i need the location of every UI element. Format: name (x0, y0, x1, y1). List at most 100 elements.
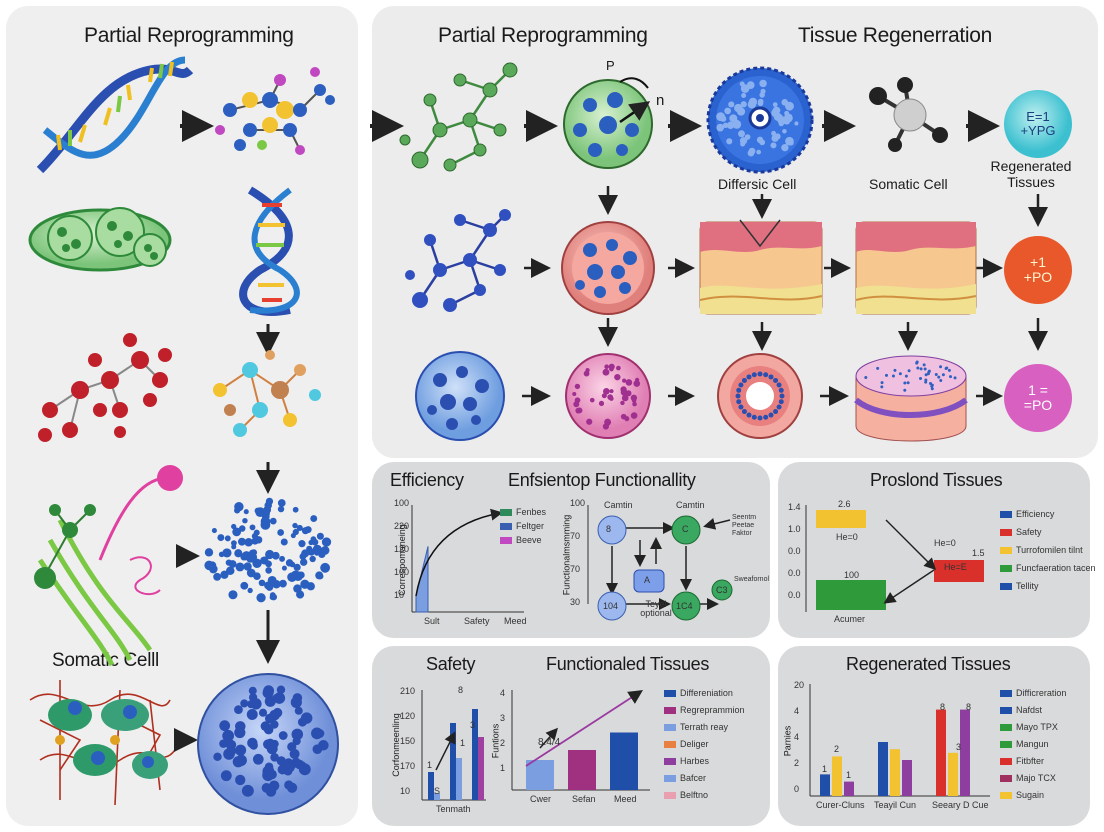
dot-icon (304, 526, 312, 534)
dot-icon (226, 566, 235, 576)
dot-icon (211, 527, 217, 534)
dot-icon (608, 363, 615, 370)
func-side-note-1: Seentm Peetae Faktor (732, 514, 757, 537)
legend-swatch (1000, 565, 1012, 573)
dot-icon (609, 396, 614, 401)
dot-icon (204, 548, 214, 557)
dot-icon (768, 412, 774, 418)
dot-icon (880, 381, 884, 385)
efficiency-legend-item: Beeve (500, 535, 542, 545)
dot-icon (271, 581, 278, 588)
dot-icon (241, 784, 254, 797)
dot-icon (603, 387, 610, 395)
regen-legend-item: Mayo TPX (1000, 722, 1058, 732)
dot-icon (904, 374, 908, 378)
dot-icon (891, 374, 895, 378)
dot-icon (923, 367, 927, 371)
label-regenerated-tissues: Regenerated Tissues (990, 158, 1072, 190)
regen-bar-label: 3 (956, 742, 962, 752)
dot-icon (941, 373, 945, 377)
regen-ytick: 4 (794, 732, 800, 742)
dot-icon (309, 555, 316, 563)
dot-icon (277, 764, 288, 775)
func-node-text-4: 104 (603, 601, 619, 611)
dot-icon (589, 397, 595, 403)
dot-icon (268, 780, 280, 791)
ft-ytick: 2 (500, 738, 506, 748)
dot-icon (278, 731, 288, 740)
dot-icon (634, 377, 640, 383)
dot-icon (231, 523, 237, 530)
dot-icon (246, 708, 258, 720)
dot-icon (240, 581, 249, 590)
dot-icon (757, 415, 763, 421)
dot-icon (740, 101, 747, 108)
ft-legend-item: Bafcer (664, 773, 706, 783)
dot-icon (785, 101, 794, 111)
dot-icon (586, 418, 593, 425)
dot-icon (768, 374, 774, 380)
fiber-molecule-icon (34, 465, 183, 667)
ft-xtick: Cwer (530, 794, 552, 804)
regen-ytick: 20 (794, 680, 805, 690)
dot-icon (298, 540, 306, 548)
legend-label: Bafcer (680, 773, 707, 783)
func-side-note-2: Sweafornol (734, 576, 770, 583)
dot-icon (234, 726, 246, 739)
functional-tissues-title: Functionaled Tissues (546, 654, 710, 674)
safety-ytick: 150 (400, 736, 416, 746)
dot-icon (228, 590, 238, 600)
dot-icon (738, 382, 744, 388)
dot-icon (716, 112, 726, 122)
efficiency-ytick: 100 (394, 498, 410, 508)
proslond-ytick: 1.4 (788, 502, 801, 512)
dot-icon (728, 101, 735, 108)
ft-ytick: 3 (500, 713, 506, 723)
functionality-title: Enfsientop Functionallity (508, 470, 696, 490)
dot-icon (253, 572, 261, 581)
ft-xtick: Meed (614, 794, 637, 804)
safety-bar-label: 1 (460, 738, 466, 748)
dot-icon (880, 385, 884, 389)
dot-icon (265, 567, 272, 574)
dot-icon (209, 564, 218, 574)
func-label-1: Camtin (604, 500, 633, 510)
dot-icon (219, 739, 228, 748)
dot-icon (778, 399, 784, 405)
functionality-ytick: 30 (570, 597, 581, 607)
proslond-legend-item: Funcfaeration tacen (1000, 563, 1096, 573)
tissue-block-icon (855, 221, 977, 315)
legend-swatch (664, 792, 676, 800)
legend-swatch (1000, 724, 1012, 732)
dot-icon (280, 538, 288, 546)
func-node-icon (597, 591, 627, 621)
somatic-cell-label: Somatic Celll (52, 650, 159, 671)
dot-icon (269, 709, 280, 721)
dot-icon (756, 149, 762, 155)
dot-icon (289, 748, 300, 759)
dot-icon (949, 375, 953, 379)
dot-icon (310, 536, 317, 543)
dot-icon (256, 593, 266, 603)
dot-icon (284, 780, 294, 790)
dot-icon (279, 555, 286, 562)
dot-icon (235, 562, 245, 572)
dot-icon (265, 738, 275, 748)
dot-icon (300, 558, 308, 566)
dot-icon (240, 699, 249, 708)
regenerated-title: Regenerated Tissues (846, 654, 1011, 674)
legend-label: Sugain (1016, 790, 1045, 800)
legend-swatch (500, 509, 512, 517)
legend-label: Difficreration (1016, 688, 1067, 698)
dot-icon (224, 535, 231, 542)
legend-label: Differeniation (680, 688, 733, 698)
dot-icon (763, 372, 769, 378)
dot-icon (722, 122, 729, 128)
legend-label: Fenbes (516, 507, 547, 517)
dot-icon (217, 534, 225, 542)
left-panel-title: Partial Reprogramming (84, 24, 294, 47)
ft-bar (526, 760, 554, 790)
dna-helix-icon (36, 56, 194, 174)
regen-legend-item: Difficreration (1000, 688, 1066, 698)
efficiency-ylabel: Correspomaneing (396, 524, 407, 596)
